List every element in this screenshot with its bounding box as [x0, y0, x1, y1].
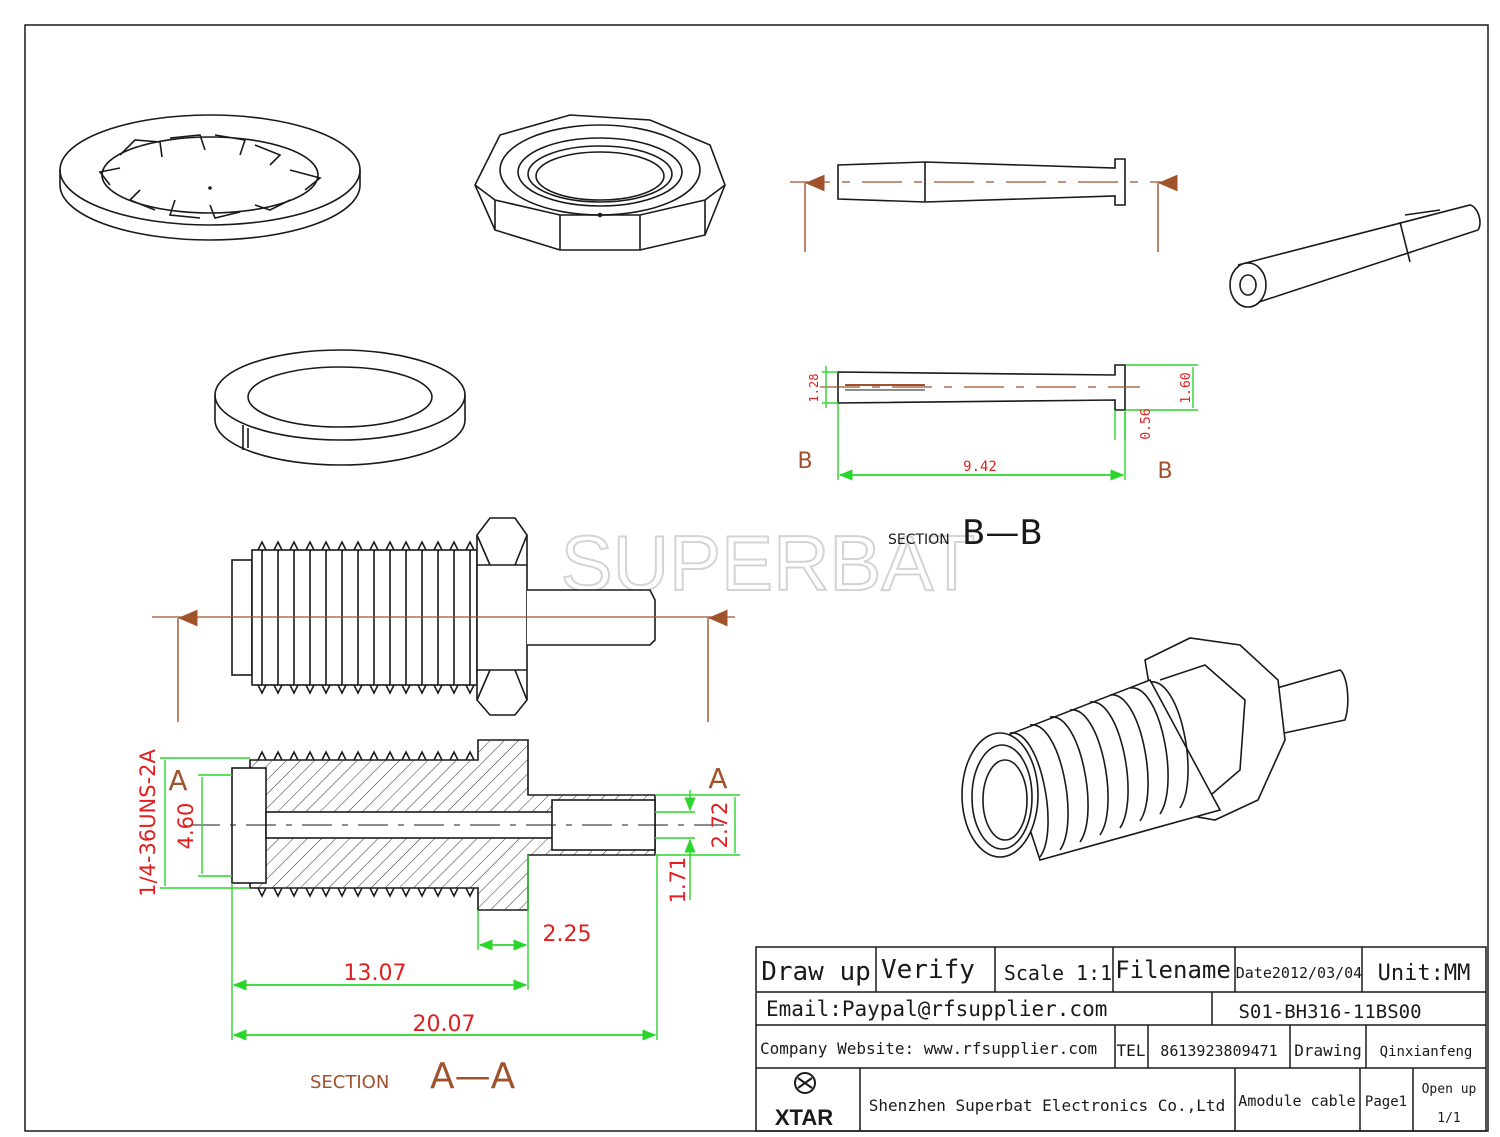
- value-drafter: Qinxianfeng: [1380, 1044, 1473, 1060]
- label-filename: Filename: [1115, 956, 1231, 984]
- cut-label-b-left: B: [797, 449, 812, 474]
- section-bb-title: B—B: [962, 513, 1043, 553]
- label-verify: Verify: [881, 955, 975, 985]
- dim-body-length: 13.07: [344, 961, 407, 986]
- dim-pin-length: 2.25: [543, 922, 592, 947]
- label-page: Page1: [1365, 1094, 1407, 1110]
- dim-pin-id: 1.71: [666, 857, 690, 904]
- dim-thread-spec: 1/4-36UNS-2A: [136, 748, 160, 896]
- cut-label-a-left: A: [168, 764, 187, 797]
- contact-pin-3d-view: [1229, 204, 1481, 308]
- label-draw-up: Draw up: [761, 957, 871, 987]
- label-page-count: 1/1: [1437, 1111, 1460, 1126]
- xtar-logo: XTAR: [775, 1072, 833, 1130]
- label-unit: Unit:MM: [1378, 961, 1471, 986]
- contact-pin-side-view: [790, 158, 1178, 252]
- section-bb-prefix: SECTION: [888, 532, 950, 548]
- title-block: [755, 946, 1487, 1132]
- cut-label-b-right: B: [1157, 459, 1172, 484]
- dim-bb-head-thickness: 0.56: [1139, 408, 1154, 439]
- label-website: Company Website: www.rfsupplier.com: [760, 1039, 1097, 1058]
- label-date: Date2012/03/04: [1236, 964, 1362, 982]
- label-company: Shenzhen Superbat Electronics Co.,Ltd: [869, 1096, 1225, 1115]
- cut-label-a-right: A: [708, 762, 727, 795]
- dim-pin-od: 2.72: [708, 802, 732, 849]
- section-bb-dimensions: [822, 364, 1198, 481]
- dim-bb-length: 9.42: [963, 459, 997, 475]
- hex-nut: [474, 114, 726, 251]
- label-part-number: S01-BH316-11BS00: [1238, 1001, 1421, 1023]
- label-drawing: Drawing: [1294, 1041, 1361, 1060]
- lock-washer: [59, 114, 361, 241]
- dim-diameter: 4.60: [174, 803, 198, 850]
- section-aa-dimensions: [160, 757, 740, 1041]
- section-bb-view: [820, 364, 1140, 411]
- dim-total-length: 20.07: [413, 1012, 476, 1037]
- dim-bb-shank: 1.28: [807, 374, 821, 403]
- section-aa-title: A—A: [430, 1056, 516, 1097]
- label-scale: Scale 1:1: [1004, 961, 1112, 985]
- split-washer: [214, 349, 466, 466]
- dim-bb-head: 1.60: [1179, 372, 1194, 403]
- label-email: Email:Paypal@rfsupplier.com: [766, 997, 1107, 1021]
- connector-3d-view: [961, 637, 1349, 861]
- section-aa-view: [190, 739, 730, 911]
- value-tel: 8613923809471: [1160, 1042, 1277, 1060]
- xtar-logo-text: XTAR: [775, 1105, 833, 1130]
- label-open-up: Open up: [1422, 1082, 1477, 1097]
- connector-side-view: [152, 517, 735, 722]
- label-tel: TEL: [1117, 1041, 1146, 1060]
- section-aa-prefix: SECTION: [310, 1072, 389, 1093]
- label-product: Amodule cable: [1238, 1092, 1355, 1110]
